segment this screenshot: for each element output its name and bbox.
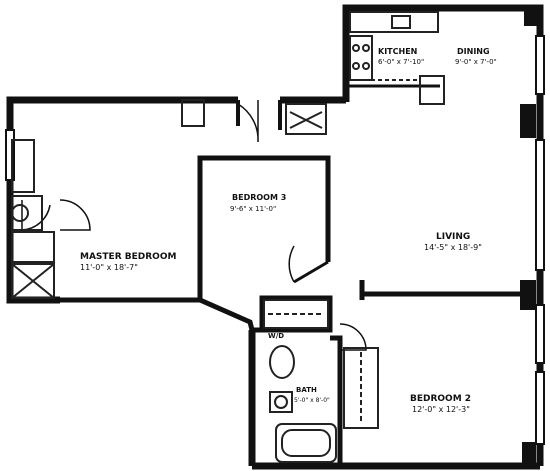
window-dining [535, 35, 545, 95]
master-closet-door [59, 199, 91, 231]
master-bath-fixtures [11, 139, 55, 299]
dining-name: DINING [457, 47, 490, 56]
refrigerator [419, 75, 445, 105]
toilet-icon [11, 204, 29, 222]
vanity [11, 231, 55, 263]
window-master [5, 129, 15, 181]
wall-kitchen-lower [344, 84, 440, 102]
closet-hall [263, 299, 329, 329]
dining-dims: 9'-0" x 7'-0" [455, 58, 497, 66]
shower-x-icon [11, 263, 55, 299]
bath-sink [269, 391, 293, 413]
wall-pilasters [520, 8, 540, 464]
living-name: LIVING [436, 232, 470, 242]
bedroom3-name: BEDROOM 3 [232, 193, 286, 202]
bedroom3-door-leaf [293, 260, 329, 284]
bath-toilet-icon [269, 345, 295, 379]
window-bedroom2-lower [535, 371, 545, 445]
bedroom2-dims: 12'-0" x 12'-3" [412, 405, 470, 414]
kitchen-dims: 6'-0" x 7'-10" [378, 58, 424, 66]
windows [5, 35, 545, 445]
linen-closet [11, 139, 35, 193]
wd-closet-label: W/D [268, 332, 284, 340]
hall-closets [181, 99, 329, 329]
shower-stall [11, 263, 55, 299]
master-dims: 11'-0" x 18'-7" [80, 263, 138, 272]
kitchen-fixtures [349, 11, 445, 105]
master-name: MASTER BEDROOM [80, 252, 176, 262]
kitchen-sink [391, 15, 411, 29]
bath-door [339, 323, 367, 351]
bathtub [275, 423, 337, 463]
closet-bedroom2 [343, 347, 379, 429]
bedroom3-dims: 9'-6" x 11'-0" [230, 205, 276, 213]
bath-name: BATH [296, 386, 317, 394]
wall-closets [252, 295, 333, 333]
window-bedroom2-upper [535, 304, 545, 364]
room-labels: KITCHEN 6'-0" x 7'-10" DINING 9'-0" x 7'… [80, 47, 497, 414]
bedroom2-name: BEDROOM 2 [410, 394, 471, 404]
kitchen-counter-top [349, 11, 439, 33]
closet-entry-right [285, 103, 327, 135]
bath-dims: 5'-0" x 8'-0" [294, 397, 330, 404]
entry-door [237, 100, 259, 143]
living-dims: 14'-5" x 18'-9" [424, 243, 482, 252]
wall-master-bottom [60, 297, 255, 331]
kitchen-name: KITCHEN [378, 47, 417, 56]
bedroom3-door-arc [288, 245, 295, 283]
wall-bedroom3 [197, 155, 331, 300]
interior-walls [60, 84, 520, 466]
bedroom2-closet [343, 347, 379, 429]
closet-entry-left [181, 99, 205, 127]
window-living [535, 139, 545, 271]
wall-bath-right [330, 335, 343, 466]
bath-fixtures [269, 345, 337, 463]
wall-master-top-left [6, 96, 346, 304]
